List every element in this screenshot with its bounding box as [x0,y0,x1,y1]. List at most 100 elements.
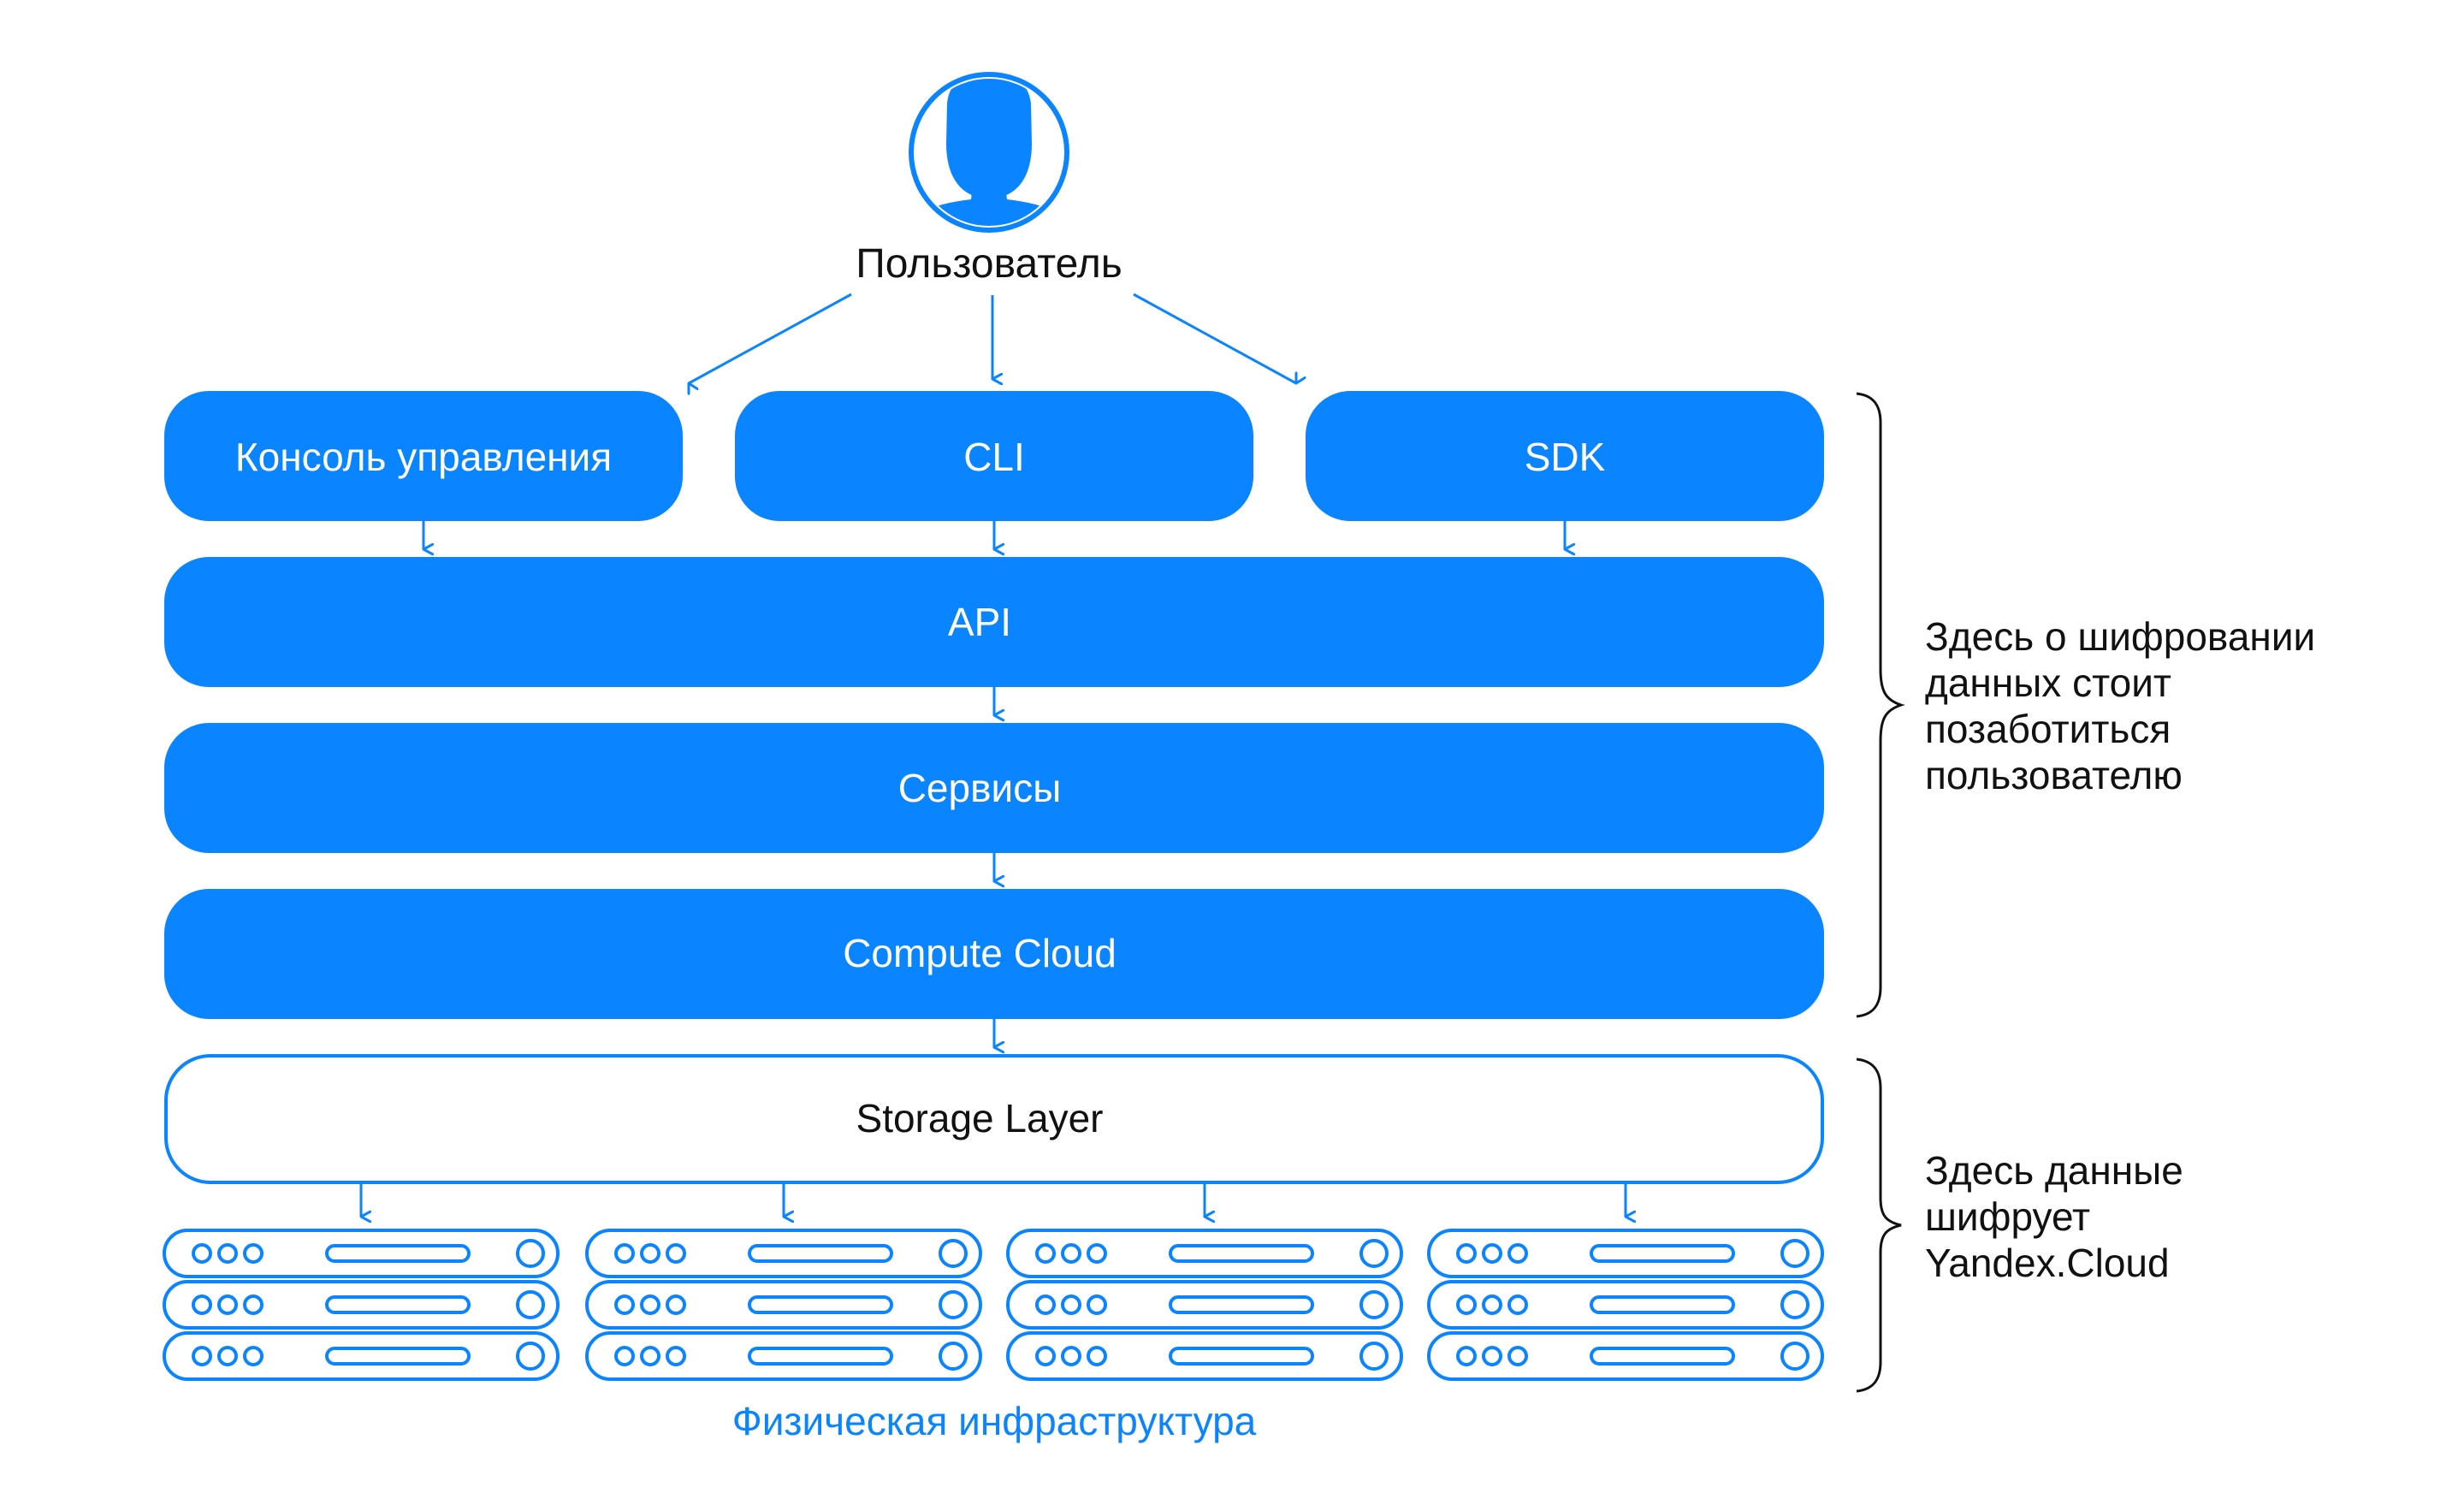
status-light [192,1294,212,1315]
status-light [1456,1243,1477,1264]
server-rack [163,1229,560,1381]
user-arrows [689,293,1296,383]
server-unit [163,1229,560,1278]
status-light [192,1346,212,1366]
status-light [217,1294,238,1315]
drive-slot [325,1347,471,1366]
power-button [1359,1342,1389,1371]
drive-slot [1590,1295,1735,1314]
infrastructure-label: Физическая инфраструктура [732,1399,1257,1443]
drive-slot [748,1347,893,1366]
status-light [1087,1346,1107,1366]
layer-compute-cloud-label: Compute Cloud [843,931,1116,975]
status-light [1035,1243,1056,1264]
status-light [1482,1346,1502,1366]
server-unit [585,1229,982,1278]
power-button [939,1342,968,1371]
status-light [243,1294,264,1315]
storage-to-rack-arrows [359,1182,1626,1217]
status-light [1482,1243,1502,1264]
client-console: Консоль управления [164,391,683,521]
status-light [640,1294,660,1315]
status-light [1061,1243,1081,1264]
layer-services-label: Сервисы [898,766,1062,810]
status-light [640,1346,660,1366]
status-light [243,1346,264,1366]
status-light [1507,1346,1528,1366]
client-sdk-label: SDK [1525,435,1606,479]
status-light [666,1243,686,1264]
drive-slot [748,1244,893,1263]
server-unit [1427,1331,1824,1381]
server-rack [1427,1229,1824,1381]
status-light [640,1243,660,1264]
status-light [1035,1346,1056,1366]
status-light [614,1346,635,1366]
user-icon [909,72,1069,233]
status-light [243,1243,264,1264]
storage-layer: Storage Layer [164,1054,1824,1184]
power-button [939,1290,968,1319]
client-cli: CLI [735,391,1253,521]
layer-compute-cloud: Compute Cloud [164,889,1824,1019]
status-light [217,1346,238,1366]
status-light [614,1294,635,1315]
power-button [1780,1290,1810,1319]
server-unit [1006,1280,1403,1330]
power-button [1780,1239,1810,1268]
client-arrows [422,521,1565,549]
server-unit [585,1280,982,1330]
layer-api: API [164,557,1824,687]
power-button [1359,1290,1389,1319]
power-button [1780,1342,1810,1371]
client-sdk: SDK [1306,391,1824,521]
drive-slot [1590,1244,1735,1263]
server-unit [163,1331,560,1381]
status-light [1507,1243,1528,1264]
drive-slot [1169,1295,1314,1314]
status-light [1482,1294,1502,1315]
user-zone-note: Здесь о шифровании данных стоит позаботи… [1925,614,2326,797]
status-light [666,1294,686,1315]
server-unit [1427,1280,1824,1330]
drive-slot [1169,1347,1314,1366]
drive-slot [748,1295,893,1314]
cloud-zone-note: Здесь данные шифрует Yandex.Cloud [1925,1148,2194,1285]
server-rack [585,1229,982,1381]
arrow-user-to-sdk [1133,293,1296,383]
power-button [516,1290,545,1319]
drive-slot [1590,1347,1735,1366]
server-unit [585,1331,982,1381]
status-light [1061,1346,1081,1366]
status-light [1087,1294,1107,1315]
server-rack [1006,1229,1403,1381]
status-light [1087,1243,1107,1264]
power-button [516,1239,545,1268]
server-unit [1427,1229,1824,1278]
power-button [1359,1239,1389,1268]
status-light [1035,1294,1056,1315]
server-unit [1006,1229,1403,1278]
server-unit [1006,1331,1403,1381]
status-light [1456,1294,1477,1315]
status-light [192,1243,212,1264]
user-zone-brace [1856,392,1905,1018]
client-cli-label: CLI [963,435,1025,479]
user-label: Пользователь [856,241,1122,287]
layer-services: Сервисы [164,723,1824,853]
cloud-zone-brace [1856,1057,1902,1393]
status-light [1507,1294,1528,1315]
drive-slot [1169,1244,1314,1263]
status-light [217,1243,238,1264]
server-rack-icon [163,1229,1824,1381]
arrow-user-to-console [689,293,852,383]
drive-slot [325,1244,471,1263]
power-button [939,1239,968,1268]
layer-api-label: API [948,600,1011,644]
power-button [516,1342,545,1371]
status-light [1456,1346,1477,1366]
status-light [1061,1294,1081,1315]
status-light [666,1346,686,1366]
status-light [614,1243,635,1264]
